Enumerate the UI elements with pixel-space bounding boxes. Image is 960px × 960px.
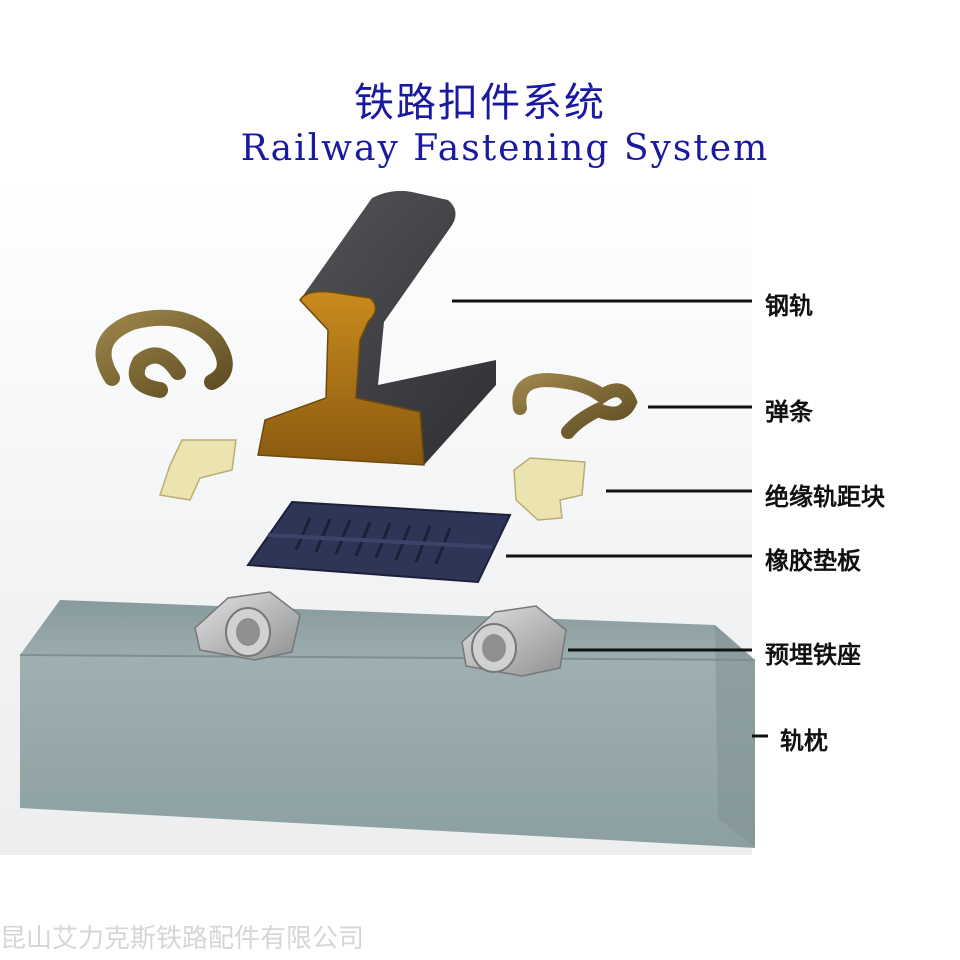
label-elastic-clip: 弹条 xyxy=(765,398,813,426)
shoulder-left xyxy=(194,591,301,661)
elastic-clip-right xyxy=(512,372,638,439)
label-sleeper: 轨枕 xyxy=(780,727,828,755)
rail xyxy=(257,190,496,466)
title-english: Railway Fastening System xyxy=(240,128,770,169)
company-watermark: 昆山艾力克斯铁路配件有限公司 xyxy=(0,924,365,954)
insulator-left xyxy=(159,439,237,501)
title-chinese: 铁路扣件系统 xyxy=(354,80,606,126)
leader-lines xyxy=(452,299,768,738)
elastic-clip-left xyxy=(95,309,233,398)
label-shoulder: 预埋铁座 xyxy=(765,641,861,669)
shoulder-right xyxy=(461,605,567,677)
insulator-right xyxy=(513,457,586,521)
label-rubber-pad: 橡胶垫板 xyxy=(765,547,861,575)
sleeper xyxy=(19,600,756,848)
rubber-pad xyxy=(246,500,512,584)
label-insulator: 绝缘轨距块 xyxy=(765,483,885,511)
label-rail: 钢轨 xyxy=(765,292,813,320)
